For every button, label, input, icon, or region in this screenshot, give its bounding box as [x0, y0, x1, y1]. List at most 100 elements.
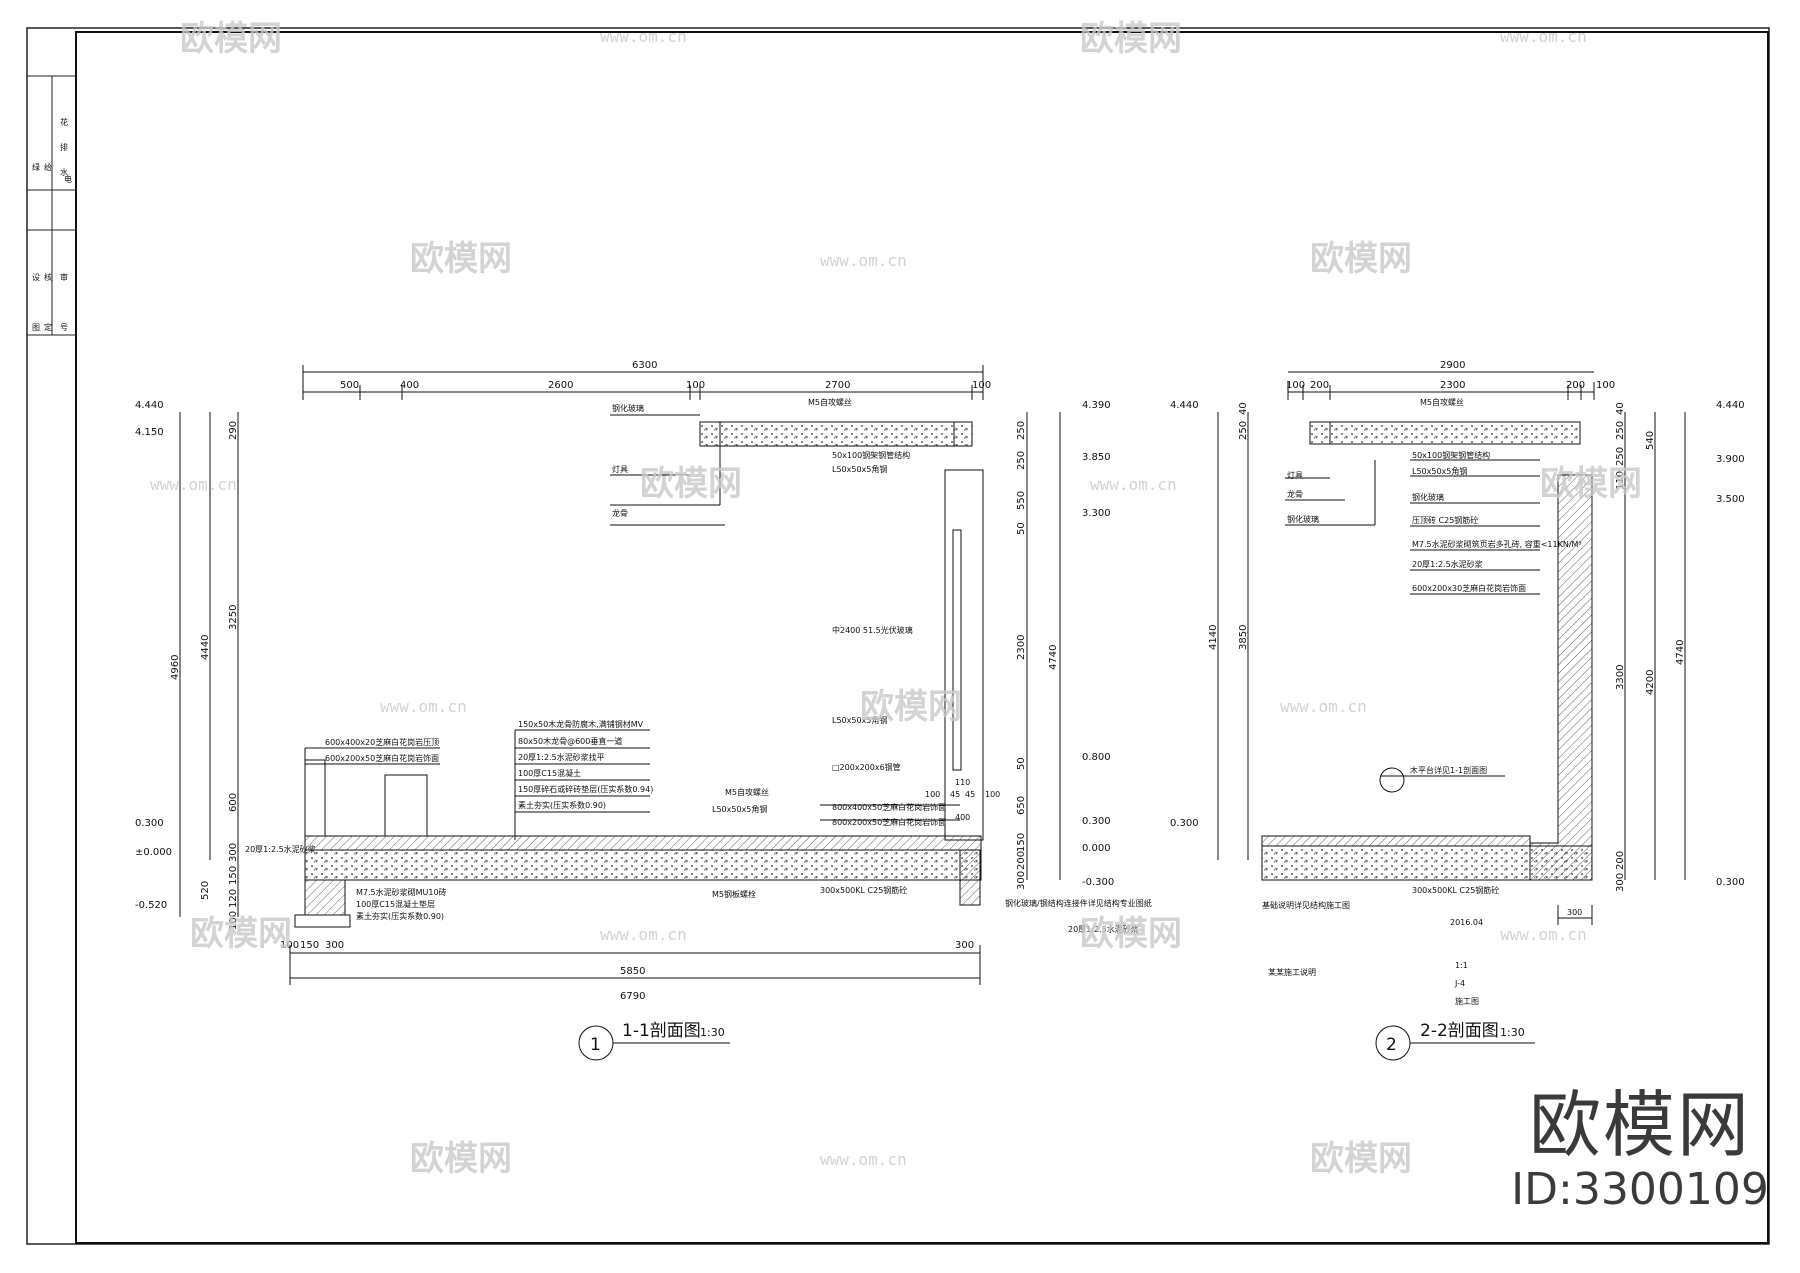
- dim: 110: [955, 778, 970, 787]
- section-1-labels: 1-1剖面图 1:30 1 6300 500 400 2600 100 2700…: [135, 360, 1152, 1055]
- section-1-scale: 1:30: [700, 1026, 725, 1039]
- note: 1:1: [1455, 961, 1468, 970]
- section-2-scale: 1:30: [1500, 1026, 1525, 1039]
- note: J-4: [1454, 979, 1465, 988]
- dim: 250: [1016, 451, 1027, 470]
- brand-id: ID:3300109: [1511, 1164, 1769, 1215]
- elevation: 3.900: [1716, 454, 1745, 465]
- dim: 300: [1567, 908, 1582, 917]
- note: M5钢板螺栓: [712, 889, 756, 899]
- watermark-url: www.om.cn: [600, 27, 687, 46]
- dim-total: 6300: [632, 360, 657, 371]
- section-2-drawing: [1217, 371, 1686, 1061]
- note: 800x200x50芝麻白花岗岩饰面: [832, 817, 946, 827]
- note: 600x400x20芝麻白花岗岩压顶: [325, 737, 439, 747]
- watermark-url: www.om.cn: [380, 697, 467, 716]
- note: 50x100钢架钢管结构: [832, 450, 910, 460]
- note: 基础说明详见结构施工图: [1262, 900, 1350, 910]
- note: 300x500KL C25钢筋砼: [820, 885, 907, 895]
- watermark-url: www.om.cn: [1500, 925, 1587, 944]
- watermark-logo: 欧模网: [1310, 239, 1412, 279]
- dim: 5850: [620, 966, 645, 977]
- dim: 100: [925, 790, 940, 799]
- note: 300x500KL C25钢筋砼: [1412, 885, 1499, 895]
- dim: 50: [1016, 522, 1027, 535]
- watermark-logo: 欧模网: [1310, 1139, 1412, 1179]
- dim: 100: [1596, 380, 1615, 391]
- dim: 2700: [825, 380, 850, 391]
- dim: 2300: [1016, 635, 1027, 660]
- dim: 4960: [170, 655, 181, 680]
- elevation: 4.440: [135, 400, 164, 411]
- watermark-url: www.om.cn: [820, 1150, 907, 1169]
- note: 600x200x30芝麻白花岗岩饰面: [1412, 583, 1526, 593]
- elevation: 0.300: [1170, 818, 1199, 829]
- note: M7.5水泥砂浆砌MU10砖: [356, 887, 447, 897]
- elevation: 4.390: [1082, 400, 1111, 411]
- section-2-labels: 2-2剖面图 1:30 2 2900 100 200 2300 200 100 …: [1170, 360, 1745, 1055]
- dim: 250: [1016, 421, 1027, 440]
- note: 100厚C15混凝土: [518, 768, 581, 778]
- dim: 150: [228, 866, 239, 885]
- dim: 300: [1016, 871, 1027, 890]
- tb-cell: 设: [32, 272, 40, 282]
- tb-cell: 号: [60, 323, 68, 332]
- note: L50x50x5角钢: [712, 804, 767, 814]
- elevation: 4.150: [135, 427, 164, 438]
- elevation: 4.440: [1716, 400, 1745, 411]
- dim: 150: [300, 940, 319, 951]
- elevation: 0.300: [1082, 816, 1111, 827]
- note: L50x50x5角钢: [1412, 466, 1467, 476]
- note: 800x400x50芝麻白花岗岩饰面: [832, 802, 946, 812]
- dim: 400: [955, 813, 970, 822]
- tb-cell: 给: [44, 162, 52, 172]
- dim: 40: [1615, 402, 1626, 415]
- dim: 300: [955, 940, 974, 951]
- dim: 120: [228, 889, 239, 908]
- note: L50x50x5角钢: [832, 715, 887, 725]
- dim: 200: [1310, 380, 1329, 391]
- dim: 500: [340, 380, 359, 391]
- dim: 40: [1238, 402, 1249, 415]
- watermark-logo: 欧模网: [190, 914, 292, 954]
- tb-cell: 定: [44, 322, 52, 332]
- elevation: 4.440: [1170, 400, 1199, 411]
- dim: 2300: [1440, 380, 1465, 391]
- elevation: 0.800: [1082, 752, 1111, 763]
- dim: 45: [950, 790, 960, 799]
- watermark-url: www.om.cn: [1500, 27, 1587, 46]
- watermark-logo: 欧模网: [180, 19, 282, 59]
- section-1-drawing: [179, 365, 1061, 1061]
- dim: 300: [1615, 873, 1626, 892]
- dim: 4140: [1208, 625, 1219, 650]
- note: 素土夯实(压实系数0.90): [356, 911, 444, 921]
- watermark-logo: 欧模网: [1080, 914, 1182, 954]
- dim: 3300: [1615, 665, 1626, 690]
- note: 600x200x50芝麻白花岗岩饰面: [325, 753, 439, 763]
- watermark-url: www.om.cn: [1280, 697, 1367, 716]
- dim: 250: [1238, 421, 1249, 440]
- elevation: 3.300: [1082, 508, 1111, 519]
- note: 木平台详见1-1剖面图: [1410, 765, 1487, 775]
- watermark-logo: 欧模网: [1080, 19, 1182, 59]
- tb-cell: 核: [44, 272, 52, 282]
- note: 龙骨: [1287, 489, 1303, 499]
- note: 2016.04: [1450, 918, 1483, 927]
- section-2-title: 2-2剖面图: [1420, 1021, 1499, 1041]
- note: 钢化玻璃: [1412, 492, 1444, 502]
- dim: 600: [228, 793, 239, 812]
- note: 钢化玻璃/钢结构连接件详见结构专业图纸: [1005, 898, 1152, 908]
- dim: 50: [1016, 757, 1027, 770]
- dim: 100: [280, 940, 299, 951]
- watermark-logo: 欧模网: [410, 239, 512, 279]
- elevation: -0.300: [1082, 877, 1114, 888]
- note: 钢化玻璃: [612, 403, 644, 413]
- note: 50x100钢架钢管结构: [1412, 450, 1490, 460]
- elevation: 0.300: [135, 818, 164, 829]
- dim: 300: [325, 940, 344, 951]
- watermark-url: www.om.cn: [600, 925, 687, 944]
- elevation: 3.500: [1716, 494, 1745, 505]
- dim: 3850: [1238, 625, 1249, 650]
- dim-total: 6790: [620, 991, 645, 1002]
- note: M5自攻螺丝: [725, 787, 769, 797]
